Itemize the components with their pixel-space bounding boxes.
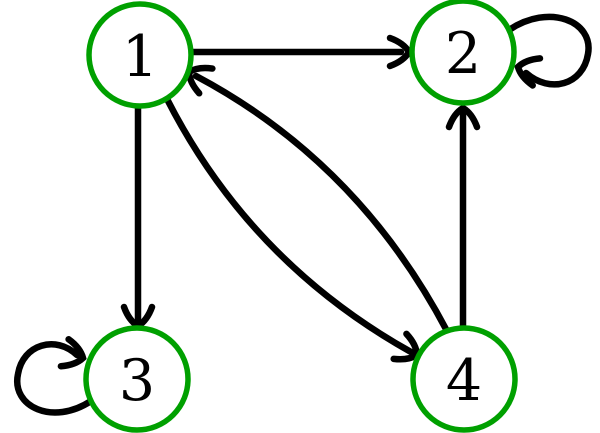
- node-3: 3: [83, 325, 191, 433]
- node-1-label: 1: [122, 24, 158, 90]
- node-layer: 1 2 3 4: [83, 0, 518, 433]
- node-2-label: 2: [445, 21, 481, 87]
- node-4: 4: [410, 325, 518, 433]
- node-4-label: 4: [446, 348, 482, 414]
- edge-2-2-self-loop: [505, 13, 592, 88]
- node-4-circle: [410, 325, 518, 433]
- node-3-circle: [83, 325, 191, 433]
- edge-layer: [14, 13, 592, 416]
- node-3-label: 3: [119, 348, 155, 414]
- edge-1-4: [163, 95, 415, 356]
- node-2: 2: [409, 0, 517, 106]
- node-1-circle: [86, 1, 194, 109]
- edge-4-1: [192, 72, 451, 335]
- edge-3-3-self-loop: [14, 341, 95, 416]
- node-2-circle: [409, 0, 517, 106]
- node-1: 1: [86, 1, 194, 109]
